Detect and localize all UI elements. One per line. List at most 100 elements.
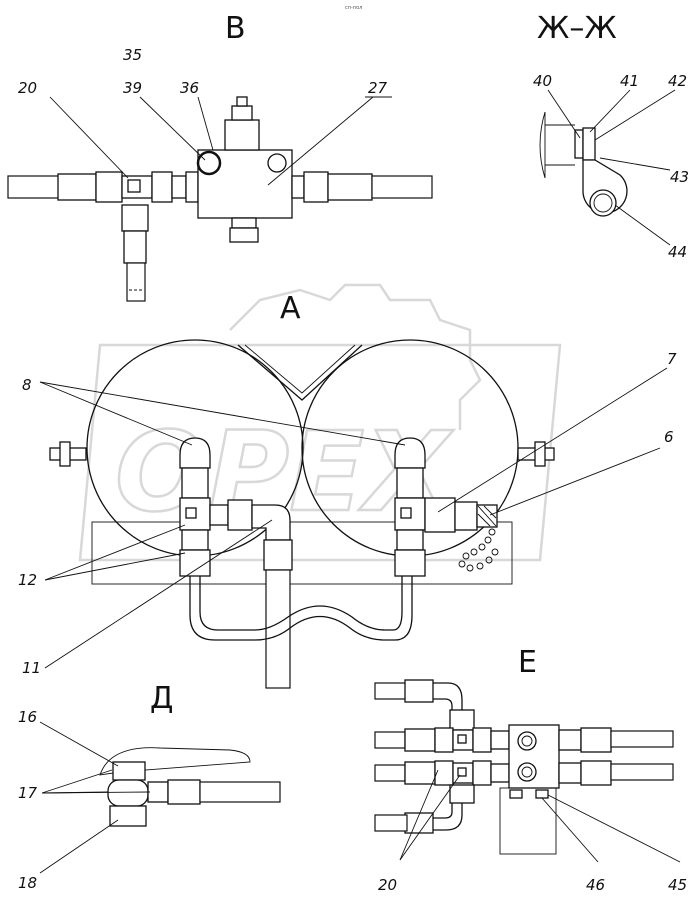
block-e-port-2-inner bbox=[521, 766, 533, 778]
strap-v-inner bbox=[244, 344, 356, 394]
corner-mark: сп-пол bbox=[345, 5, 362, 11]
tube-44-inner bbox=[593, 193, 613, 213]
right-nut-1 bbox=[396, 467, 424, 499]
left-nut-1 bbox=[181, 467, 209, 499]
callout-46: 46 bbox=[586, 876, 605, 894]
bracket-e bbox=[499, 787, 557, 855]
block-e-port-2 bbox=[517, 762, 537, 782]
hose-ferrule-right bbox=[327, 173, 373, 201]
right-nut-4 bbox=[394, 549, 426, 577]
leader-45 bbox=[547, 794, 681, 863]
tee-e-row1-port bbox=[457, 734, 467, 744]
nut-e-lower-bend bbox=[449, 784, 475, 804]
leader-12-a bbox=[44, 524, 186, 581]
view-label-e: Е bbox=[518, 645, 537, 680]
leader-17-c bbox=[41, 791, 151, 794]
bend-e-lower-outer bbox=[433, 803, 463, 831]
callout-16: 16 bbox=[18, 708, 37, 726]
hatched-wall bbox=[539, 111, 546, 179]
nut-39 bbox=[151, 171, 173, 203]
nut-41 bbox=[582, 127, 596, 161]
callout-43: 43 bbox=[670, 168, 689, 186]
callout-45: 45 bbox=[668, 876, 687, 894]
pipe-d bbox=[199, 781, 281, 803]
nut-e-row2-a bbox=[434, 760, 454, 786]
leader-20-a bbox=[399, 769, 439, 861]
callout-35: 35 bbox=[123, 46, 142, 64]
washer-40 bbox=[574, 129, 584, 159]
bend-e-lower-inner bbox=[433, 803, 453, 819]
nut-e-right-2 bbox=[558, 762, 582, 784]
clamp-17-side bbox=[147, 781, 169, 803]
callout-12: 12 bbox=[18, 571, 37, 589]
view-label-zh: Ж–Ж bbox=[537, 11, 617, 46]
callout-20-top: 20 bbox=[18, 79, 37, 97]
hose-e-right-2 bbox=[610, 763, 674, 781]
right-tee-port bbox=[400, 507, 412, 519]
ferrule-e-right-1 bbox=[580, 727, 612, 753]
connector-7 bbox=[424, 497, 456, 533]
nut-right bbox=[303, 171, 329, 203]
left-nut-3 bbox=[181, 529, 209, 551]
clamp-17-top bbox=[112, 761, 146, 781]
valve-8-right bbox=[394, 437, 426, 469]
callout-42: 42 bbox=[668, 72, 687, 90]
port-plug bbox=[267, 153, 287, 173]
block-e-port-1-inner bbox=[521, 735, 533, 747]
hose-e-right-1 bbox=[610, 730, 674, 748]
clamp-17-body bbox=[107, 779, 149, 807]
callout-8: 8 bbox=[22, 376, 32, 394]
left-tee-port bbox=[185, 507, 197, 519]
hose-ferrule-left bbox=[57, 173, 97, 201]
callout-17: 17 bbox=[18, 784, 38, 802]
view-e: Е bbox=[374, 645, 687, 894]
tee-20-port bbox=[127, 179, 141, 193]
view-v: В 20 35 39 bbox=[7, 11, 433, 302]
watermark-frame bbox=[78, 343, 562, 562]
hose-e-row2-left bbox=[374, 764, 406, 782]
pipe-left bbox=[7, 175, 63, 199]
leader-20-b bbox=[399, 774, 461, 861]
bolt-right-nut bbox=[534, 441, 546, 467]
ferrule-e-upper bbox=[404, 679, 434, 703]
o-ring-36 bbox=[196, 150, 222, 176]
bend-e-upper-inner bbox=[433, 698, 453, 710]
callout-40: 40 bbox=[533, 72, 552, 90]
leader-6 bbox=[489, 447, 661, 516]
nut-left bbox=[95, 171, 123, 203]
leader-40 bbox=[547, 89, 581, 139]
adapter-e-row1 bbox=[490, 730, 510, 750]
leader-17-a bbox=[41, 769, 113, 794]
dust-cap-chain bbox=[458, 528, 499, 572]
leader-8-b bbox=[39, 381, 406, 446]
screw-46-a bbox=[509, 789, 523, 799]
view-label-d: Д bbox=[150, 681, 173, 716]
adapter-right bbox=[291, 175, 305, 199]
callout-20-bottom: 20 bbox=[378, 876, 397, 894]
leader-41 bbox=[589, 89, 631, 133]
callout-41: 41 bbox=[620, 72, 639, 90]
bend-e-upper-outer bbox=[433, 682, 463, 710]
nut-down bbox=[121, 204, 149, 232]
left-nut-4 bbox=[179, 549, 211, 577]
left-nut-2 bbox=[227, 499, 253, 531]
nut-e-upper-bend bbox=[449, 709, 475, 731]
pipe-right bbox=[371, 175, 433, 199]
nut-e-row2-b bbox=[472, 760, 492, 786]
pipe-down bbox=[126, 262, 146, 302]
callout-11: 11 bbox=[22, 659, 41, 677]
ferrule-e-row2 bbox=[404, 761, 436, 785]
callout-7: 7 bbox=[667, 350, 677, 368]
leader-43 bbox=[599, 157, 671, 171]
strap-v bbox=[237, 344, 363, 401]
ferrule-down bbox=[123, 230, 147, 264]
nut-e-row1-a bbox=[434, 727, 454, 753]
top-fitting-cap bbox=[231, 105, 253, 121]
adapter-39 bbox=[171, 175, 187, 199]
view-d: Д 16 17 18 bbox=[18, 681, 281, 892]
screw-46-b bbox=[535, 789, 549, 799]
bottom-fitting bbox=[231, 217, 257, 229]
top-fitting-tip bbox=[236, 96, 248, 107]
leader-44 bbox=[614, 204, 671, 246]
